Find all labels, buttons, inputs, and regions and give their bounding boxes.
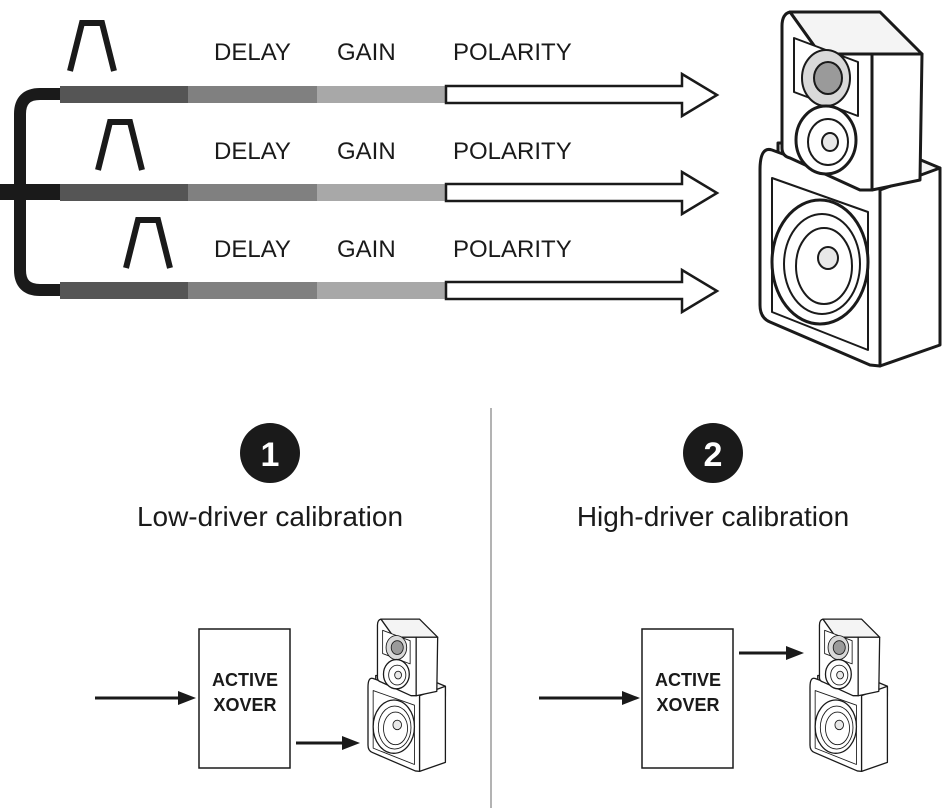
xover-line-2: XOVER bbox=[656, 695, 719, 715]
step-number: 2 bbox=[704, 436, 723, 474]
polarity-label: POLARITY bbox=[453, 236, 572, 263]
bandpass-filter-icon bbox=[126, 220, 170, 268]
signal-input-stub bbox=[0, 184, 62, 200]
input-arrowhead bbox=[622, 691, 640, 705]
active-xover-box bbox=[641, 628, 734, 769]
step-number-badge bbox=[683, 423, 743, 483]
bandpass-filter-icon bbox=[70, 23, 114, 71]
step-1-panel: 1 Low-driver calibration ACTIVE XOVER bbox=[95, 423, 447, 773]
signal-row-3: DELAY GAIN POLARITY bbox=[60, 220, 720, 315]
delay-label: DELAY bbox=[214, 138, 291, 165]
active-xover-box bbox=[198, 628, 291, 769]
bandpass-filter-icon bbox=[98, 122, 142, 170]
input-arrowhead bbox=[178, 691, 196, 705]
output-arrowhead bbox=[342, 736, 360, 750]
gain-label: GAIN bbox=[337, 138, 396, 165]
delay-label: DELAY bbox=[214, 236, 291, 263]
gain-label: GAIN bbox=[337, 39, 396, 66]
xover-line-1: ACTIVE bbox=[655, 670, 721, 690]
speaker-stack-icon bbox=[758, 10, 942, 368]
output-arrowhead bbox=[786, 646, 804, 660]
speaker-stack-icon bbox=[809, 618, 889, 773]
band-gain-segment bbox=[317, 86, 446, 103]
band-filter-segment bbox=[60, 184, 188, 201]
band-filter-segment bbox=[60, 282, 188, 299]
polarity-label: POLARITY bbox=[453, 138, 572, 165]
signal-row-1: DELAY GAIN POLARITY bbox=[60, 23, 720, 119]
band-delay-segment bbox=[188, 282, 317, 299]
speaker-stack-icon bbox=[367, 618, 447, 773]
signal-chain: DELAY GAIN POLARITY DELAY GAIN POLARITY … bbox=[0, 10, 942, 368]
band-filter-segment bbox=[60, 86, 188, 103]
step-caption: Low-driver calibration bbox=[137, 501, 403, 532]
band-delay-segment bbox=[188, 184, 317, 201]
arrow-right-icon bbox=[444, 169, 720, 217]
step-number-badge bbox=[240, 423, 300, 483]
step-2-panel: 2 High-driver calibration ACTIVE XOVER bbox=[539, 423, 889, 773]
signal-row-2: DELAY GAIN POLARITY bbox=[60, 122, 720, 217]
delay-label: DELAY bbox=[214, 39, 291, 66]
step-caption: High-driver calibration bbox=[577, 501, 849, 532]
xover-line-1: ACTIVE bbox=[212, 670, 278, 690]
step-number: 1 bbox=[261, 436, 280, 474]
xover-line-2: XOVER bbox=[213, 695, 276, 715]
band-gain-segment bbox=[317, 282, 446, 299]
arrow-right-icon bbox=[444, 71, 720, 119]
band-gain-segment bbox=[317, 184, 446, 201]
band-delay-segment bbox=[188, 86, 317, 103]
polarity-label: POLARITY bbox=[453, 39, 572, 66]
gain-label: GAIN bbox=[337, 236, 396, 263]
arrow-right-icon bbox=[444, 267, 720, 315]
